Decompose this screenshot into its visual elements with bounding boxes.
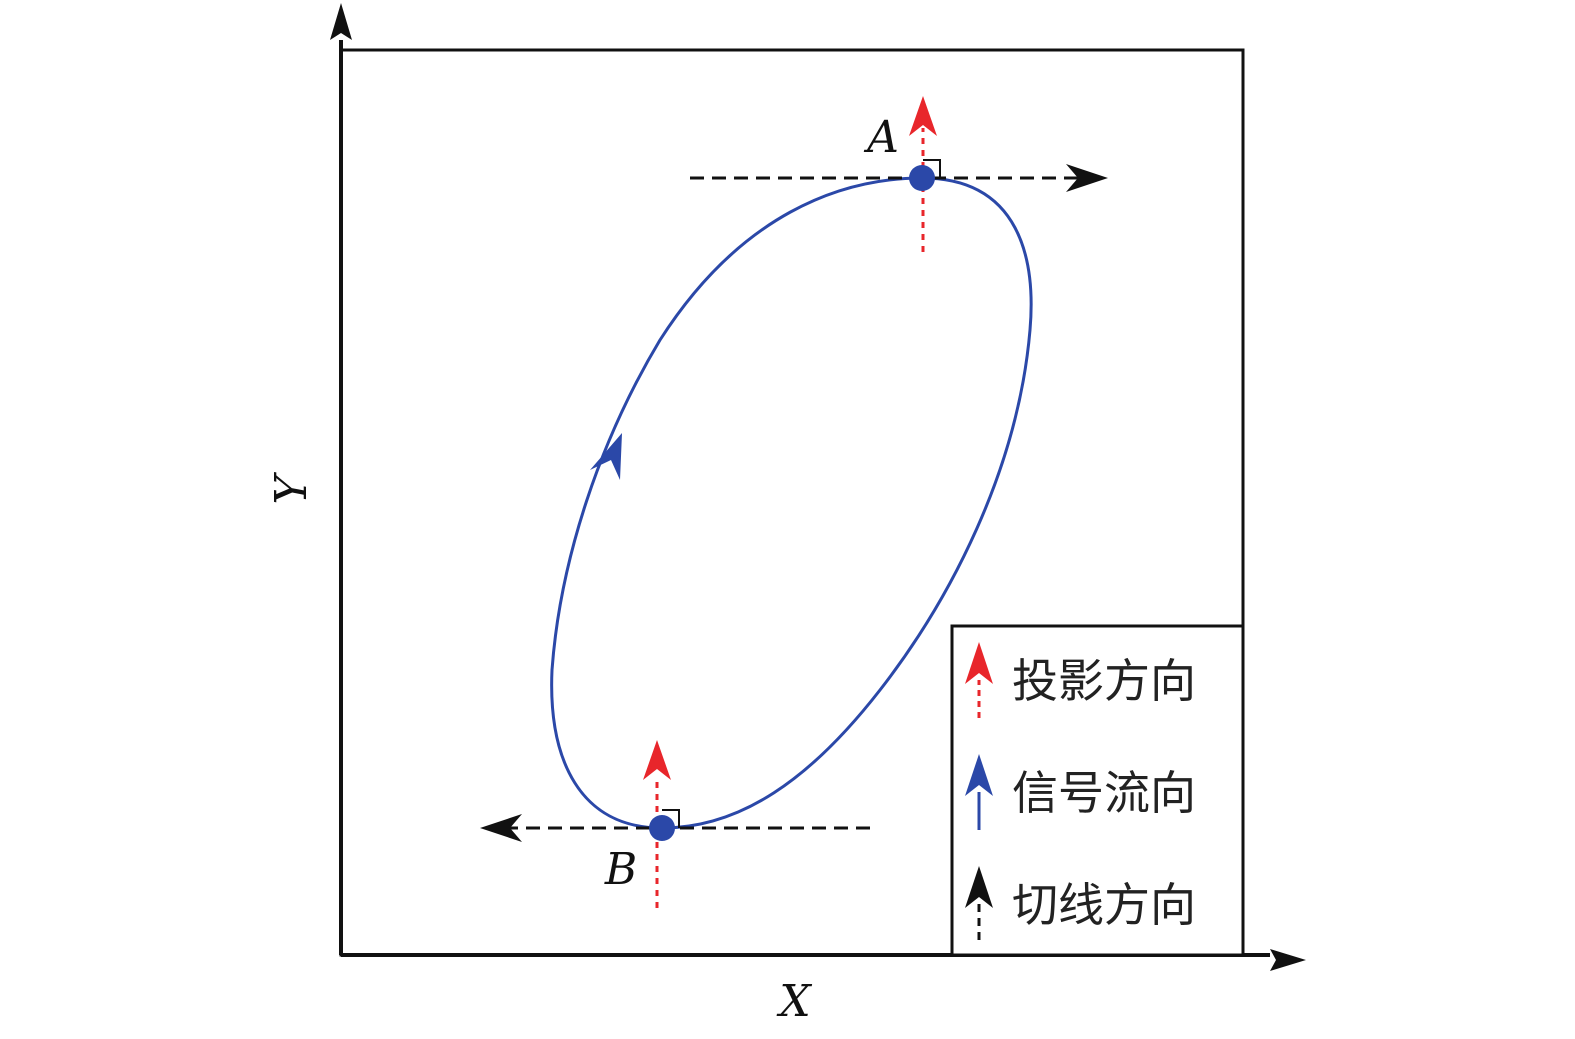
legend: 投影方向 信号流向 切线方向 [950,624,1245,957]
legend-label-projection: 投影方向 [1012,654,1196,708]
legend-signal-arrowhead [965,754,993,796]
tangent-arrowhead-b [480,814,522,842]
x-axis-arrowhead [1270,949,1306,971]
legend-label-signal: 信号流向 [1012,766,1196,820]
tangent-arrowhead-a [1066,164,1108,192]
legend-box [950,624,1245,957]
x-axis-label: X [776,976,812,1027]
y-axis-arrowhead [330,3,352,40]
legend-label-tangent: 切线方向 [1012,878,1196,932]
projection-arrowhead-b [643,740,671,780]
legend-tangent-arrowhead [965,866,993,908]
right-angle-mark-b [662,809,680,828]
point-a-label: A [863,112,899,163]
point-a-marker [909,165,935,191]
projection-arrowhead-a [909,96,937,136]
legend-projection-arrowhead [965,642,993,684]
point-b-marker [649,815,675,841]
signal-flow-arrowhead [590,433,622,480]
point-b-label: B [604,844,637,895]
right-angle-mark-a [923,159,941,178]
y-axis-label: Y [266,472,317,505]
